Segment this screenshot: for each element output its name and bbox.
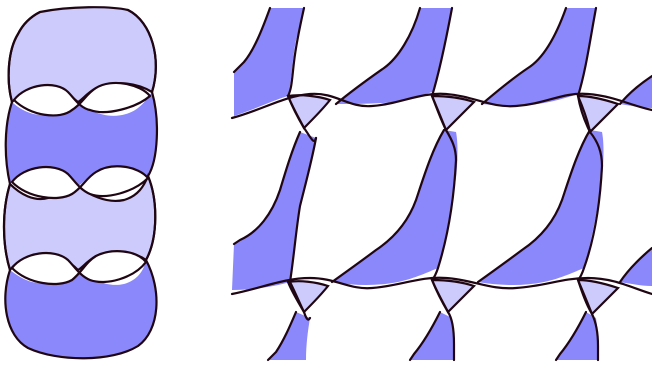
middle-ribbon-2 [332,130,458,285]
crossing-lower-1 [288,281,328,312]
middle-ribbon-3 [478,130,604,285]
left-band-figure [4,7,157,358]
middle-ribbons [232,130,652,290]
right-lattice-figure [232,8,652,360]
middle-ribbon-1 [232,132,316,290]
bottom-ribbons [268,312,598,360]
crossing-lower-2 [432,280,474,312]
bottom-ribbon-2 [410,312,454,360]
middle-ribbon-4 [620,248,652,286]
